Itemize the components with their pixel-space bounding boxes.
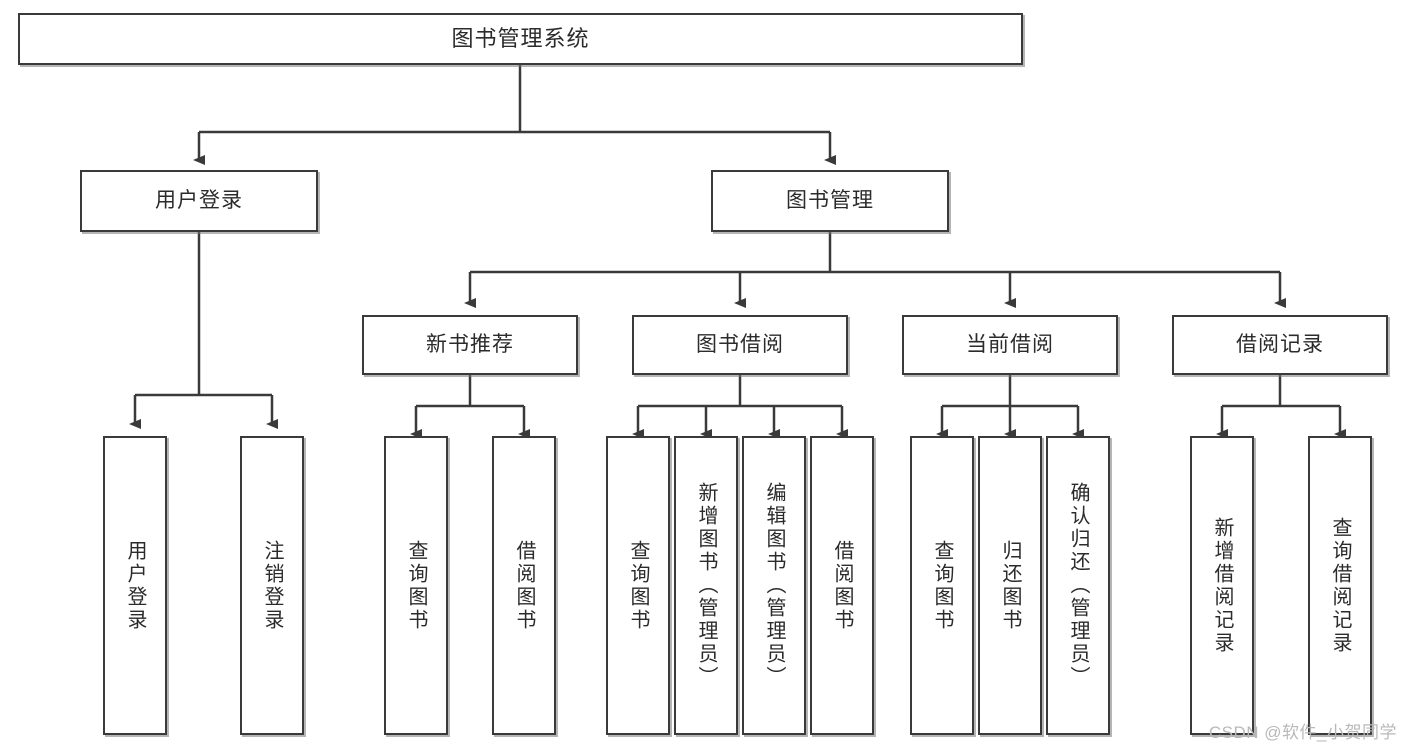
node-current-borrow[interactable]: 当前借阅 [902,315,1118,375]
node-root-book-management-system[interactable]: 图书管理系统 [18,13,1023,65]
node-label: 用户登录 [124,539,146,632]
node-label: 查询图书 [931,539,953,632]
node-label: 新增图书（管理员） [695,482,717,689]
leaf-book-borrow-add-book-admin[interactable]: 新增图书（管理员） [674,436,738,735]
node-label: 归还图书 [999,539,1021,632]
node-label: 借阅图书 [831,539,853,632]
node-label: 查询图书 [627,539,649,632]
node-label: 图书管理 [786,188,874,212]
leaf-new-book-query-book[interactable]: 查询图书 [384,436,448,735]
leaf-book-borrow-query-book[interactable]: 查询图书 [606,436,670,735]
node-label: 查询图书 [405,539,427,632]
node-label: 新增借阅记录 [1211,516,1233,655]
node-label: 新书推荐 [426,332,514,356]
node-user-login[interactable]: 用户登录 [80,170,318,232]
leaf-current-borrow-query-book[interactable]: 查询图书 [910,436,974,735]
leaf-current-borrow-confirm-return-admin[interactable]: 确认归还（管理员） [1046,436,1110,735]
node-book-borrow[interactable]: 图书借阅 [632,315,848,375]
leaf-book-borrow-edit-book-admin[interactable]: 编辑图书（管理员） [742,436,806,735]
node-label: 确认归还（管理员） [1067,482,1089,689]
node-label: 注销登录 [261,539,283,632]
node-label: 借阅记录 [1236,332,1324,356]
node-label: 图书管理系统 [451,26,590,52]
leaf-borrow-record-query-record[interactable]: 查询借阅记录 [1308,436,1372,735]
leaf-book-borrow-borrow-book[interactable]: 借阅图书 [810,436,874,735]
leaf-current-borrow-return-book[interactable]: 归还图书 [978,436,1042,735]
node-label: 用户登录 [155,188,243,212]
watermark-text: CSDN @软件_小贺同学 [1208,723,1397,742]
node-label: 图书借阅 [696,332,784,356]
node-label: 当前借阅 [966,332,1054,356]
leaf-user-login-login[interactable]: 用户登录 [103,436,167,735]
leaf-new-book-borrow-book[interactable]: 借阅图书 [492,436,556,735]
node-label: 借阅图书 [513,539,535,632]
node-book-management[interactable]: 图书管理 [711,170,949,232]
node-borrow-record[interactable]: 借阅记录 [1172,315,1388,375]
node-label: 编辑图书（管理员） [763,482,785,689]
node-new-book-recommend[interactable]: 新书推荐 [362,315,578,375]
leaf-user-login-logout[interactable]: 注销登录 [240,436,304,735]
node-label: 查询借阅记录 [1329,516,1351,655]
leaf-borrow-record-add-record[interactable]: 新增借阅记录 [1190,436,1254,735]
